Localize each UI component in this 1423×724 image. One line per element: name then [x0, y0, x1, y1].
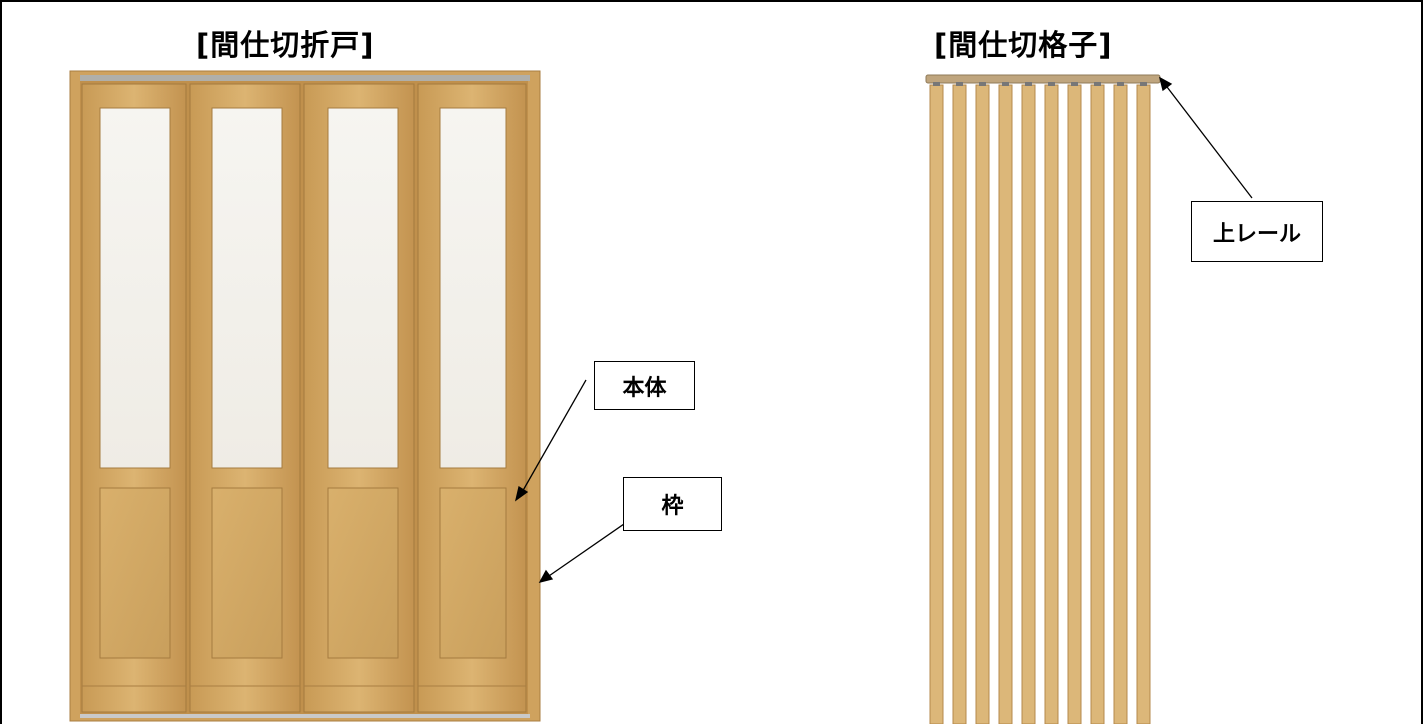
- callout-body: 本体: [594, 361, 695, 410]
- door-leaf-3: [303, 83, 415, 713]
- title-lattice: [間仕切格子]: [934, 28, 1113, 62]
- door-top-rail: [80, 75, 530, 81]
- lattice-hangers: [933, 82, 1147, 86]
- door-leaf-1: [81, 83, 187, 713]
- callout-top-rail: 上レール: [1191, 201, 1323, 262]
- lattice-slats: [929, 84, 1151, 724]
- door-bottom-rail: [80, 714, 530, 718]
- callout-frame: 枠: [623, 477, 722, 531]
- arrow-body: [514, 379, 587, 502]
- folding-door: [69, 70, 541, 722]
- lattice: [925, 74, 1161, 724]
- arrow-top-rail: [1159, 76, 1253, 199]
- title-folding-door: [間仕切折戸]: [196, 28, 375, 62]
- lattice-top-rail: [925, 74, 1161, 84]
- door-leaf-4: [417, 83, 527, 713]
- leader-arrows: [514, 76, 1253, 583]
- door-leaf-2: [189, 83, 301, 713]
